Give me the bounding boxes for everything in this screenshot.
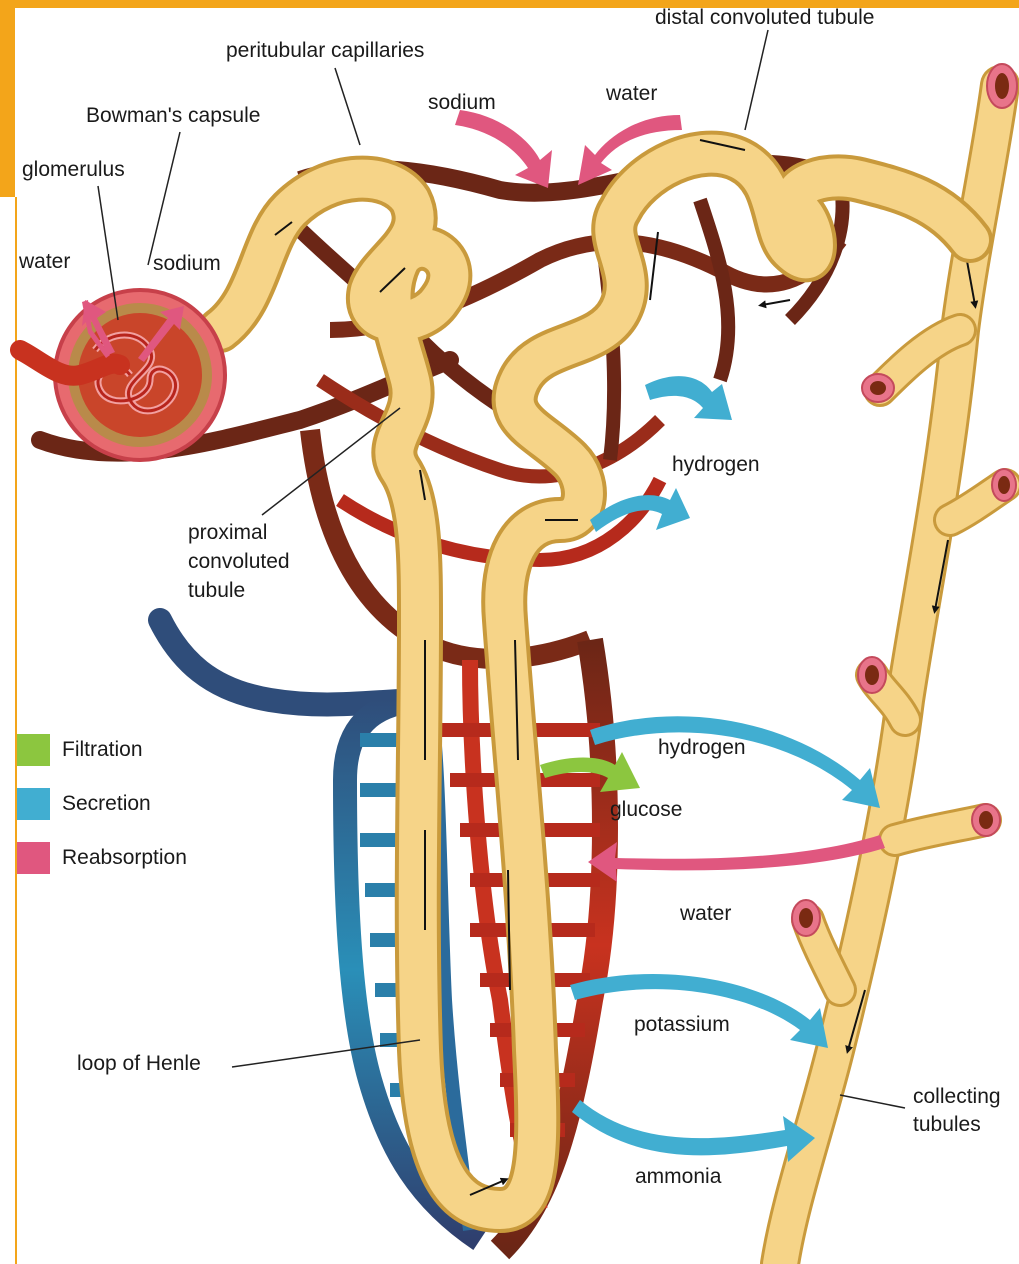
legend-swatch-filtration bbox=[17, 734, 50, 766]
label-proximal-convoluted-tubule: proximal convoluted tubule bbox=[188, 518, 290, 605]
label-glomerulus: glomerulus bbox=[22, 158, 125, 182]
legend-label-reabsorption: Reabsorption bbox=[62, 846, 187, 870]
legend-label-secretion: Secretion bbox=[62, 792, 151, 816]
label-hydrogen-lower: hydrogen bbox=[658, 736, 746, 760]
label-bowmans-capsule: Bowman's capsule bbox=[86, 104, 260, 128]
label-distal-convoluted-tubule: distal convoluted tubule bbox=[655, 6, 875, 30]
label-sodium-top: sodium bbox=[428, 91, 496, 115]
legend-item-reabsorption: Reabsorption bbox=[17, 842, 187, 874]
legend-swatch-secretion bbox=[17, 788, 50, 820]
label-glucose: glucose bbox=[610, 798, 682, 822]
label-collecting-tubules: collecting tubules bbox=[913, 1083, 1001, 1139]
label-ammonia: ammonia bbox=[635, 1165, 721, 1189]
label-peritubular-capillaries: peritubular capillaries bbox=[226, 39, 424, 63]
label-water-lower: water bbox=[680, 902, 731, 926]
legend-item-filtration: Filtration bbox=[17, 734, 143, 766]
label-potassium: potassium bbox=[634, 1013, 730, 1037]
legend-item-secretion: Secretion bbox=[17, 788, 151, 820]
legend-label-filtration: Filtration bbox=[62, 738, 143, 762]
label-water-left: water bbox=[19, 250, 70, 274]
label-sodium-left: sodium bbox=[153, 252, 221, 276]
label-loop-of-henle: loop of Henle bbox=[77, 1052, 201, 1076]
label-hydrogen-upper: hydrogen bbox=[672, 453, 760, 477]
label-water-top: water bbox=[606, 82, 657, 106]
legend-swatch-reabsorption bbox=[17, 842, 50, 874]
